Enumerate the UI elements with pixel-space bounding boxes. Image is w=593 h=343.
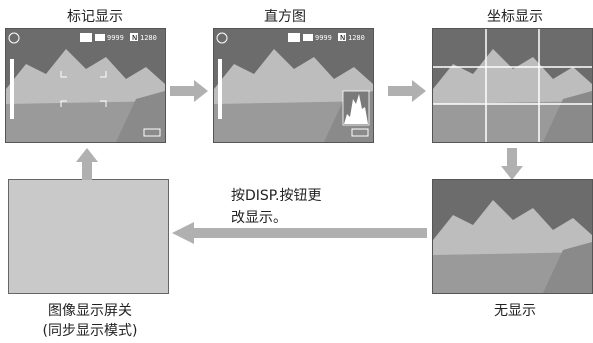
label-screen-off-1: 图像显示屏关 <box>48 303 132 319</box>
panel-histogram: 9999 N 1280 <box>213 28 374 143</box>
res-badge: N <box>132 34 137 42</box>
flash-icon <box>216 32 228 44</box>
flash-icon <box>8 32 20 44</box>
landscape-image <box>433 29 592 142</box>
sd-icon <box>95 34 105 41</box>
quality-icon <box>338 33 346 41</box>
battery-icon <box>143 128 161 137</box>
label-no-display: 无显示 <box>494 303 536 319</box>
note-line-1: 按DISP.按钮更 <box>231 188 322 204</box>
landscape-image: 9999 N 1280 <box>214 29 373 142</box>
battery-icon <box>351 128 369 137</box>
landscape-image <box>433 180 592 293</box>
shots-remaining: 9999 <box>107 34 124 42</box>
panel-grid-display <box>432 28 593 143</box>
label-histogram: 直方图 <box>264 9 306 25</box>
exposure-bar <box>10 59 14 119</box>
label-mark-display: 标记显示 <box>67 9 123 25</box>
landscape-image: 9999 N 1280 <box>6 29 165 142</box>
panel-screen-off <box>8 179 169 294</box>
sd-icon <box>303 34 313 41</box>
camera-icon <box>80 33 92 42</box>
resolution-value: 1280 <box>348 34 365 42</box>
grid-overlay <box>433 29 592 142</box>
label-screen-off-2: (同步显示模式) <box>42 323 138 339</box>
histogram-graph <box>342 90 370 126</box>
shots-remaining: 9999 <box>315 34 332 42</box>
res-badge: N <box>340 34 345 42</box>
note-line-2: 改显示。 <box>231 210 287 226</box>
resolution-value: 1280 <box>140 34 157 42</box>
label-grid-display: 坐标显示 <box>487 9 543 25</box>
camera-icon <box>288 33 300 42</box>
arrow-up <box>76 148 98 180</box>
arrow-right-1 <box>170 80 208 102</box>
quality-icon <box>130 33 138 41</box>
arrow-down <box>501 148 523 180</box>
instruction-note: 按DISP.按钮更 改显示。 <box>231 185 381 229</box>
panel-mark-display: 9999 N 1280 <box>5 28 166 143</box>
arrow-left-long <box>172 222 427 244</box>
arrow-right-2 <box>388 80 426 102</box>
panel-no-display <box>432 179 593 294</box>
